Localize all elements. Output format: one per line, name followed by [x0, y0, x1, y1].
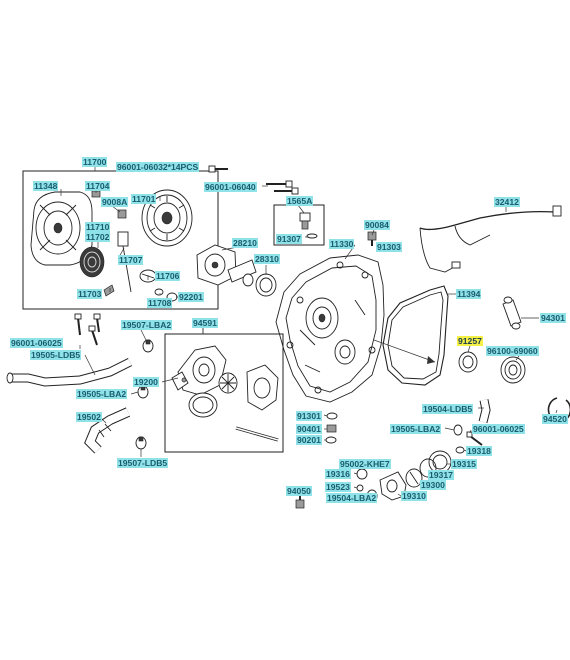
label-28210[interactable]: 28210 — [232, 238, 258, 248]
label-94301[interactable]: 94301 — [540, 313, 566, 323]
label-19505-LBA2-right[interactable]: 19505-LBA2 — [390, 424, 442, 434]
label-19318[interactable]: 19318 — [466, 446, 492, 456]
part-11708 — [154, 288, 164, 296]
label-11701[interactable]: 11701 — [131, 194, 157, 204]
label-90201[interactable]: 90201 — [296, 435, 322, 445]
part-90201 — [325, 436, 337, 444]
label-96001-06025-right[interactable]: 96001-06025 — [472, 424, 525, 434]
label-19523[interactable]: 19523 — [325, 482, 351, 492]
label-11708[interactable]: 11708 — [147, 298, 173, 308]
water-pump-box — [164, 333, 284, 453]
part-11703 — [103, 284, 115, 297]
part-91301 — [326, 412, 338, 420]
label-19505-LDB5[interactable]: 19505-LDB5 — [30, 350, 82, 360]
part-19523 — [356, 484, 364, 492]
label-94520[interactable]: 94520 — [542, 414, 568, 424]
label-96001-06040[interactable]: 96001-06040 — [204, 182, 257, 192]
filler-cap-1565A — [299, 212, 311, 230]
label-11330[interactable]: 11330 — [329, 239, 355, 249]
label-91307[interactable]: 91307 — [276, 234, 302, 244]
o-ring-91307 — [306, 233, 318, 239]
crankcase-cover-11330 — [275, 254, 385, 403]
label-11703[interactable]: 11703 — [77, 289, 103, 299]
starter-pulley-11701 — [141, 189, 193, 247]
label-32412[interactable]: 32412 — [494, 197, 520, 207]
bolt-96001-06025-right — [466, 431, 483, 446]
label-92201[interactable]: 92201 — [178, 292, 204, 302]
label-11707[interactable]: 11707 — [118, 255, 144, 265]
oil-seal-91257 — [458, 351, 478, 373]
clamp-19507-LDB5 — [135, 436, 147, 450]
label-90401[interactable]: 90401 — [296, 424, 322, 434]
label-91257[interactable]: 91257 — [457, 336, 483, 346]
pump-shaft — [235, 426, 279, 442]
label-96100-69060[interactable]: 96100-69060 — [486, 346, 539, 356]
label-96001-06025-left[interactable]: 96001-06025 — [10, 338, 63, 348]
clamp-19505-LBA2-right — [453, 424, 463, 436]
part-9008A — [117, 209, 127, 219]
label-94050[interactable]: 94050 — [286, 486, 312, 496]
label-19504-LDB5[interactable]: 19504-LDB5 — [422, 404, 474, 414]
label-94591[interactable]: 94591 — [192, 318, 218, 328]
label-19507-LDB5[interactable]: 19507-LDB5 — [117, 458, 169, 468]
label-91303[interactable]: 91303 — [376, 242, 402, 252]
label-96001-06032[interactable]: 96001-06032*14PCS — [116, 162, 200, 172]
label-11700[interactable]: 11700 — [82, 157, 108, 167]
part-90401 — [326, 424, 337, 433]
impeller — [218, 372, 238, 394]
label-11348[interactable]: 11348 — [33, 181, 59, 191]
label-19317[interactable]: 19317 — [428, 470, 454, 480]
part-19316 — [356, 468, 368, 480]
label-11704[interactable]: 11704 — [85, 181, 111, 191]
label-91301[interactable]: 91301 — [296, 411, 322, 421]
label-9008A[interactable]: 9008A — [101, 197, 129, 207]
clamp-19505-LBA2-left — [137, 385, 149, 399]
gasket-11394 — [382, 285, 449, 386]
bolt-96001-06032 — [208, 165, 228, 173]
bolt-90084 — [367, 231, 377, 246]
pin-94301 — [502, 296, 522, 330]
label-11710[interactable]: 11710 — [85, 222, 111, 232]
clamp-19507-LBA2 — [142, 339, 154, 353]
label-19300[interactable]: 19300 — [420, 480, 446, 490]
pump-28210 — [196, 244, 237, 286]
label-1565A[interactable]: 1565A — [286, 196, 314, 206]
bearing-96100-69060 — [500, 356, 526, 384]
bolts-96001-06025-left — [74, 313, 101, 346]
bolts-96001-06040 — [266, 180, 299, 195]
pump-body — [246, 364, 279, 411]
label-19507-LBA2[interactable]: 19507-LBA2 — [121, 320, 173, 330]
recoil-housing-11348 — [30, 191, 93, 266]
label-19310[interactable]: 19310 — [401, 491, 427, 501]
starter-handle-11707 — [117, 231, 132, 293]
label-19316[interactable]: 19316 — [325, 469, 351, 479]
label-11394[interactable]: 11394 — [456, 289, 482, 299]
thermostat-19300 — [405, 468, 423, 488]
label-19505-LBA2-left[interactable]: 19505-LBA2 — [76, 389, 128, 399]
label-11702[interactable]: 11702 — [85, 232, 111, 242]
label-95002-KHE7[interactable]: 95002-KHE7 — [339, 459, 391, 469]
label-19315[interactable]: 19315 — [451, 459, 477, 469]
wire-harness-32412 — [419, 205, 562, 273]
label-19200[interactable]: 19200 — [133, 377, 159, 387]
part-19318 — [455, 446, 465, 454]
label-28310[interactable]: 28310 — [254, 254, 280, 264]
label-19502[interactable]: 19502 — [76, 412, 102, 422]
shaft-28310 — [227, 259, 277, 297]
recoil-spring-11702 — [79, 246, 105, 278]
label-11706[interactable]: 11706 — [155, 271, 181, 281]
label-19504-LBA2[interactable]: 19504-LBA2 — [326, 493, 378, 503]
gasket-inner-11394 — [387, 291, 444, 380]
water-pump-housing-19200 — [171, 345, 227, 396]
label-90084[interactable]: 90084 — [364, 220, 390, 230]
